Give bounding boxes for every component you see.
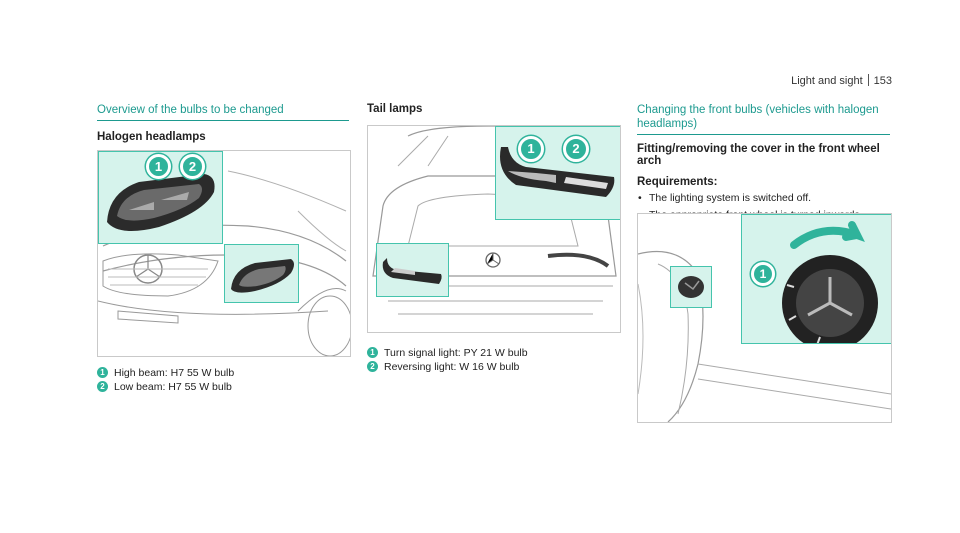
section-heading-front-bulbs: Changing the front bulbs (vehicles with … [637,103,890,135]
tail-lamp-location-marker [376,243,449,297]
legend-number: 1 [97,367,108,378]
heading-line-2: headlamps) [637,118,698,130]
legend-text: Turn signal light: PY 21 W bulb [384,347,528,359]
section-title: Light and sight [791,75,863,87]
tail-lamp-detail-drawing [500,147,615,197]
legend-text: High beam: H7 55 W bulb [114,367,235,379]
heading-line-1: Changing the front bulbs (vehicles with … [637,104,879,116]
headlamp-location-drawing [231,259,294,293]
tail-lamp-illustration: 1 2 [367,125,621,333]
callout-1: 1 [751,262,775,286]
legend-item: 1 Turn signal light: PY 21 W bulb [367,346,619,360]
tail-lamp-legend: 1 Turn signal light: PY 21 W bulb 2 Revers… [367,346,619,374]
column-bulb-overview: Overview of the bulbs to be changed Halo… [97,103,349,143]
header-divider [867,74,869,86]
page-number: 153 [873,75,892,87]
requirement-item: The lighting system is switched off. [638,190,890,207]
tail-lamp-location-drawing [382,258,442,284]
legend-item: 2 Reversing light: W 16 W bulb [367,360,619,374]
tail-lamps-heading: Tail lamps [367,103,423,115]
legend-item: 2 Low beam: H7 55 W bulb [97,380,349,394]
callout-1: 1 [146,154,171,179]
wheel-arch-illustration: 1 [637,213,892,423]
halogen-headlamps-heading: Halogen headlamps [97,131,206,143]
legend-number: 2 [367,361,378,372]
headlamp-illustration: 1 2 [97,150,351,357]
tail-lamp-detail-inset [495,126,620,220]
headlamp-detail-drawing [107,174,215,231]
car-front-drawing [98,170,350,356]
callout-2: 2 [563,136,589,162]
legend-number: 2 [97,381,108,392]
legend-number: 1 [367,347,378,358]
column-tail-lamps: Tail lamps [367,103,619,115]
requirements-label: Requirements: [637,176,718,188]
callout-1: 1 [518,136,544,162]
legend-text: Reversing light: W 16 W bulb [384,361,520,373]
headlamp-location-marker [224,244,299,303]
cover-location-drawing [678,276,704,298]
page-header: Light and sight 153 [791,74,892,87]
column-front-bulbs: Changing the front bulbs (vehicles with … [637,103,890,224]
legend-text: Low beam: H7 55 W bulb [114,381,232,393]
section-heading-overview: Overview of the bulbs to be changed [97,103,349,121]
cover-location-marker [670,266,712,308]
cover-fitting-heading: Fitting/removing the cover in the front … [637,143,880,167]
callout-2: 2 [180,154,205,179]
headlamp-legend: 1 High beam: H7 55 W bulb 2 Low beam: H7 5… [97,366,349,394]
legend-item: 1 High beam: H7 55 W bulb [97,366,349,380]
cover-detail-drawing [782,221,878,351]
